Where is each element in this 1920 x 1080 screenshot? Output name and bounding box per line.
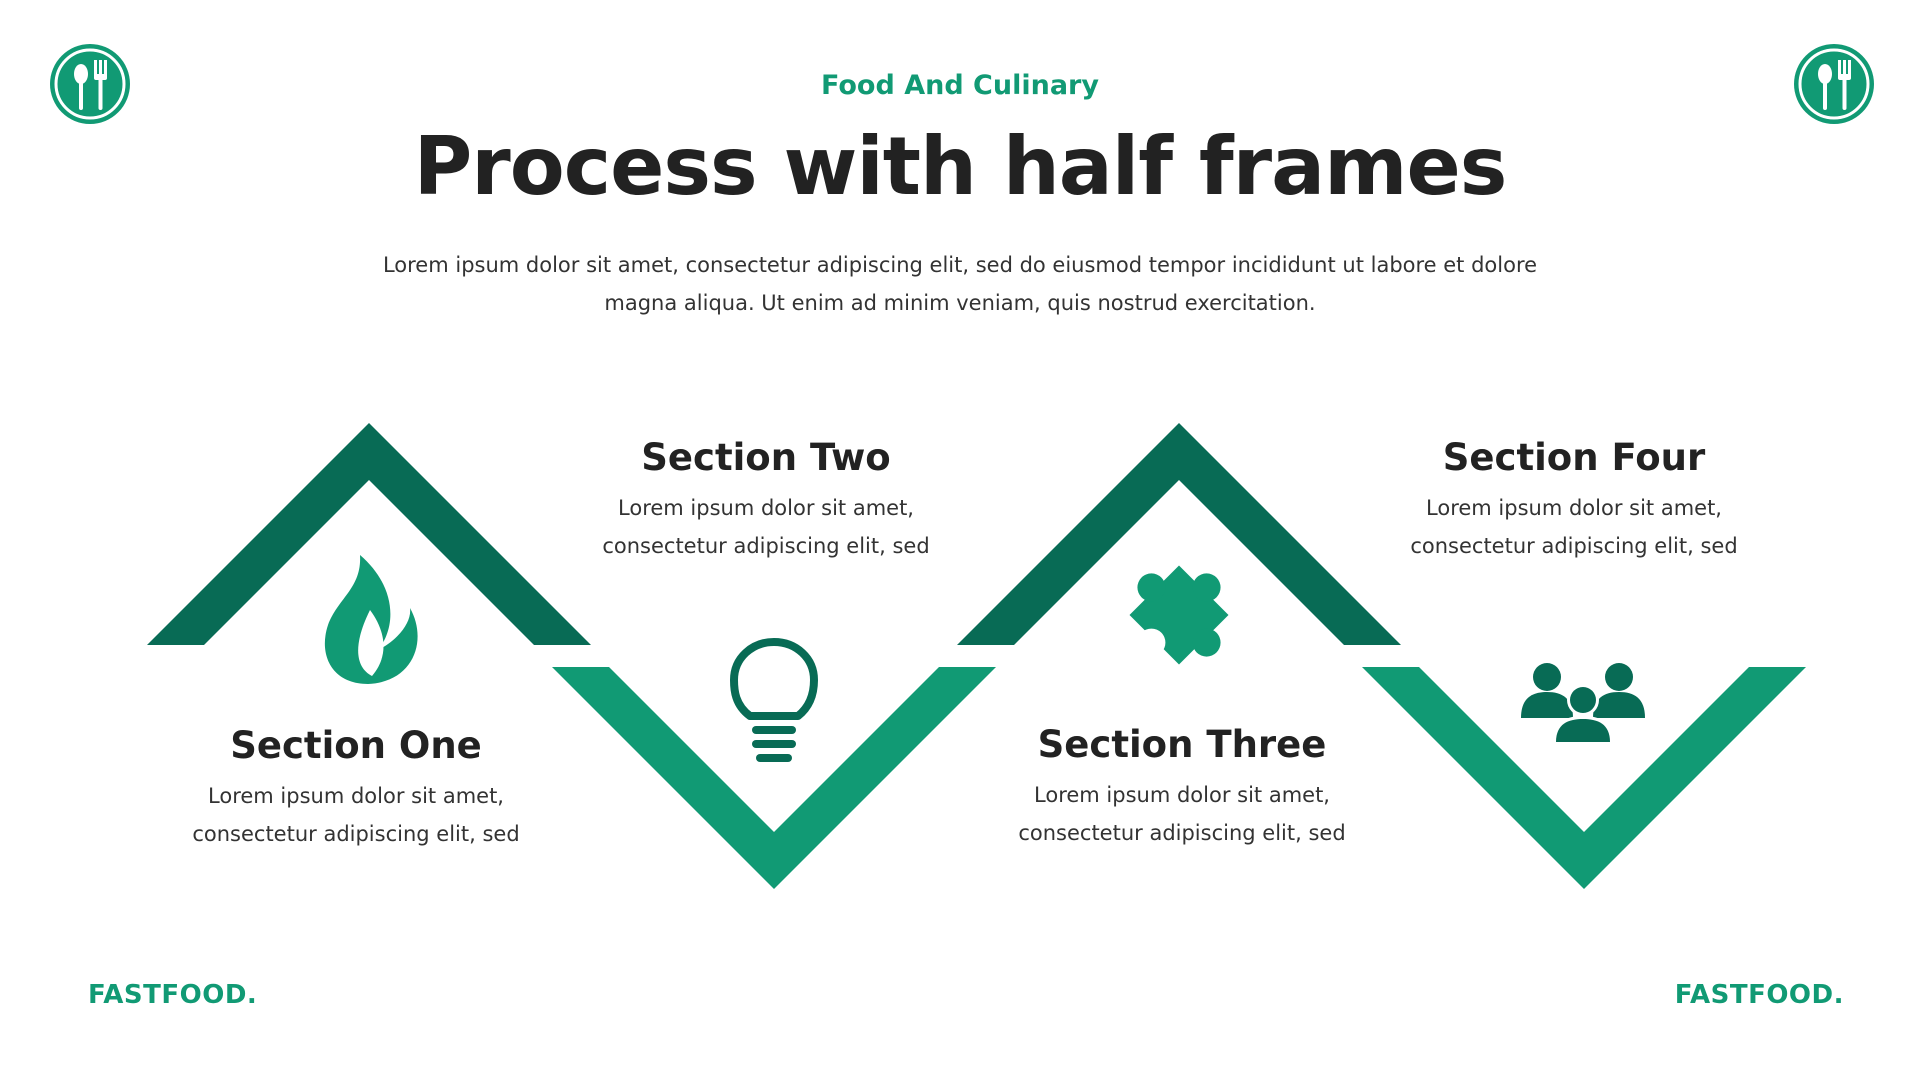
frame-four-lower — [1362, 667, 1806, 889]
slide-description: Lorem ipsum dolor sit amet, consectetur … — [382, 253, 1538, 315]
team-icon — [1521, 663, 1645, 742]
puzzle-icon — [1129, 565, 1229, 665]
section-four-text: Lorem ipsum dolor sit amet, consectetur … — [1410, 496, 1738, 558]
section-one-text: Lorem ipsum dolor sit amet, consectetur … — [192, 784, 520, 846]
spoon-fork-logo-icon — [50, 44, 130, 124]
section-three-title: Section Three — [1037, 723, 1327, 766]
lightbulb-icon — [730, 638, 818, 762]
spoon-fork-logo-icon — [1794, 44, 1874, 124]
section-three-text: Lorem ipsum dolor sit amet, consectetur … — [1018, 783, 1346, 845]
brand-logo-left: FASTFOOD. — [88, 980, 258, 1010]
section-four: Section Four Lorem ipsum dolor sit amet,… — [1364, 436, 1784, 565]
brand-logo-right: FASTFOOD. — [1674, 980, 1844, 1010]
frame-three-upper — [957, 423, 1401, 645]
slide-title: Process with half frames — [413, 120, 1508, 213]
section-two-title: Section Two — [641, 436, 891, 479]
section-two: Section Two Lorem ipsum dolor sit amet, … — [556, 436, 976, 565]
frame-two-lower — [552, 667, 996, 889]
flame-icon — [324, 555, 418, 684]
section-three: Section Three Lorem ipsum dolor sit amet… — [972, 723, 1392, 852]
section-two-text: Lorem ipsum dolor sit amet, consectetur … — [602, 496, 930, 558]
section-one: Section One Lorem ipsum dolor sit amet, … — [146, 724, 566, 853]
section-one-title: Section One — [230, 724, 482, 767]
section-four-title: Section Four — [1442, 436, 1706, 479]
slide-subtitle: Food And Culinary — [821, 70, 1099, 101]
frame-one-upper — [147, 423, 591, 645]
